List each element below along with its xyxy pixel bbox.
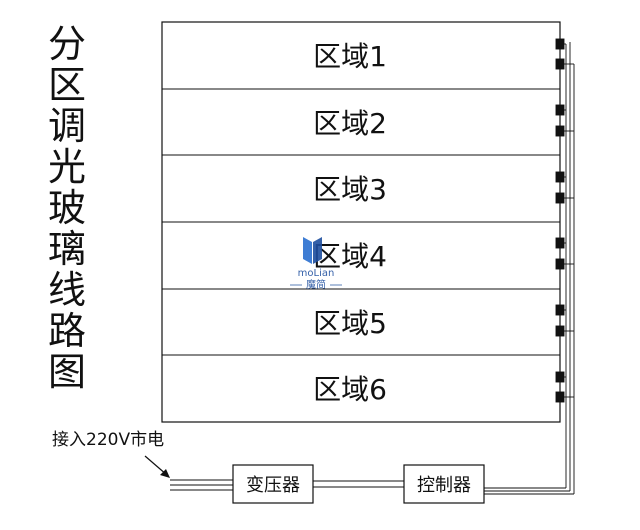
title-char-3: 调 xyxy=(47,104,86,148)
title-char-5: 玻 xyxy=(47,186,86,230)
watermark-brand: moLian xyxy=(298,268,335,279)
transformer-label: 变压器 xyxy=(246,475,300,496)
terminal xyxy=(555,304,565,316)
diagram-title: 分 区 调 光 玻 璃 线 路 图 xyxy=(44,24,90,393)
title-char-1: 分 xyxy=(47,22,86,66)
controller-box xyxy=(403,464,485,504)
zone-label-2: 区域2 xyxy=(313,107,387,140)
terminal xyxy=(555,237,565,249)
terminal xyxy=(555,325,565,337)
zone-label-4: 区域4 xyxy=(313,240,387,273)
supply-wires xyxy=(170,479,574,495)
zone-label-3: 区域3 xyxy=(313,173,387,206)
terminal xyxy=(555,38,565,50)
title-char-9: 图 xyxy=(47,350,86,394)
title-char-2: 区 xyxy=(47,63,86,107)
title-char-6: 璃 xyxy=(47,227,86,271)
watermark-logo: moLian 魔简 xyxy=(290,237,342,291)
terminal xyxy=(555,104,565,116)
title-char-7: 线 xyxy=(47,268,86,312)
arrow-head-icon xyxy=(160,469,170,478)
title-char-8: 路 xyxy=(47,309,86,353)
power-input-label: 接入220V市电 xyxy=(52,430,164,450)
book-logo-icon xyxy=(303,237,312,264)
terminal xyxy=(555,371,565,383)
zone-label-6: 区域6 xyxy=(313,373,387,406)
controller-label: 控制器 xyxy=(417,475,471,496)
terminal xyxy=(555,58,565,70)
zone-label-1: 区域1 xyxy=(313,40,387,73)
terminal xyxy=(555,258,565,270)
zone-label-5: 区域5 xyxy=(313,307,387,340)
watermark-sub: 魔简 xyxy=(306,278,326,291)
terminal xyxy=(555,171,565,183)
book-logo-icon xyxy=(313,237,322,264)
terminal xyxy=(555,125,565,137)
title-char-4: 光 xyxy=(47,145,86,189)
terminal xyxy=(555,192,565,204)
terminal xyxy=(555,391,565,403)
bus-wires xyxy=(565,42,575,494)
connector-terminals xyxy=(555,38,574,403)
transformer-box xyxy=(232,464,314,504)
